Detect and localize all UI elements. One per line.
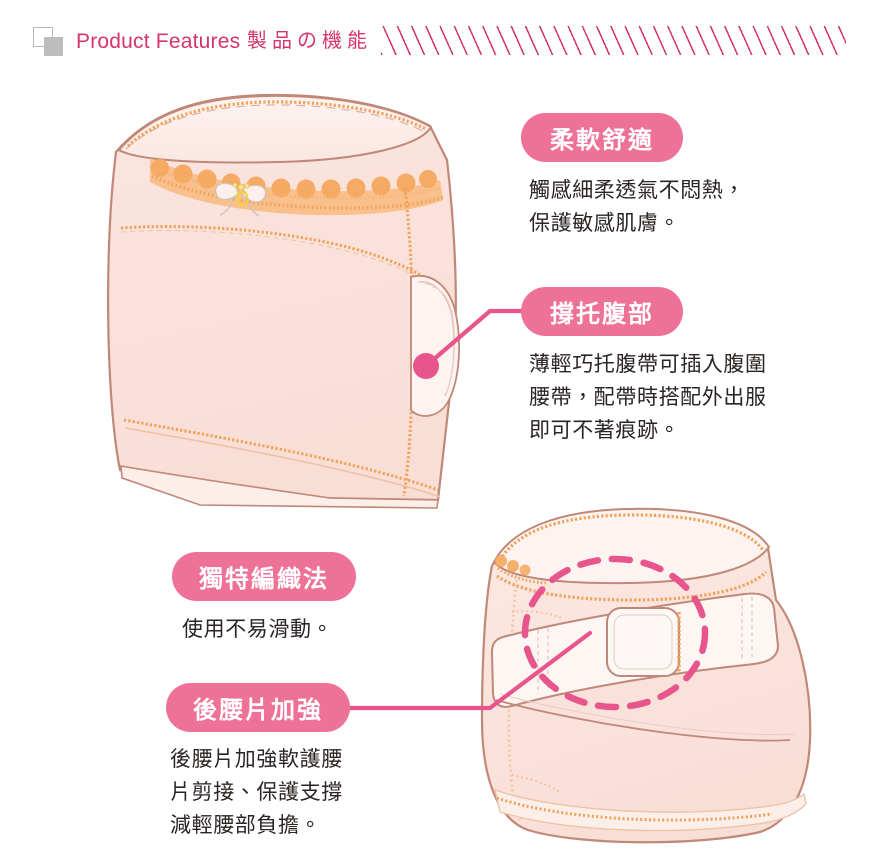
feature-label-back-waist-reinforce[interactable]: 後腰片加強 xyxy=(166,683,350,732)
feature-text-soft-comfort: 觸感細柔透氣不悶熱， 保護敏感肌膚。 xyxy=(529,179,745,235)
front-panel-seam-upper-shadow xyxy=(120,230,442,293)
page-header: Product Features 製品の機能 xyxy=(0,0,879,70)
front-garment-body xyxy=(107,93,457,502)
back-buckle-icon xyxy=(606,607,681,677)
page-title-japanese: 製品の機能 xyxy=(247,30,372,52)
back-waistband-stitch xyxy=(496,570,768,602)
page-title-english: Product Features xyxy=(76,30,241,53)
back-left-seam xyxy=(507,574,522,821)
feature-text-unique-weave: 使用不易滑動。 xyxy=(182,618,334,641)
diagonal-hatch-icon xyxy=(381,26,846,55)
feature-label-belly-support[interactable]: 撐托腹部 xyxy=(521,287,683,336)
back-panel-curve-shadow xyxy=(499,693,795,736)
feature-label-soft-comfort[interactable]: 柔軟舒適 xyxy=(521,113,683,162)
back-panel-curve xyxy=(495,699,791,742)
front-panel-seam-upper xyxy=(120,225,442,290)
front-hem-band xyxy=(120,465,439,509)
back-left-seam-branch-lower xyxy=(511,774,561,793)
back-garment-body xyxy=(480,508,812,844)
back-waist-support-band xyxy=(491,592,779,708)
front-hem-seam xyxy=(123,418,439,492)
front-opening-seam xyxy=(125,104,426,150)
feature-label-unique-weave[interactable]: 獨特編織法 xyxy=(172,552,356,601)
back-hem-stitch xyxy=(496,796,773,822)
front-hem-seam-shadow xyxy=(124,427,441,498)
ribbon-bow-icon xyxy=(215,182,267,217)
front-side-seam xyxy=(402,187,415,497)
back-left-seam-branch xyxy=(511,610,563,619)
front-lace-trim xyxy=(149,158,444,216)
front-opening-stitch xyxy=(126,100,427,148)
front-side-support-panel xyxy=(410,275,460,417)
front-waist-opening xyxy=(118,94,432,164)
buckle-highlight-dashed-circle xyxy=(521,555,709,711)
square-filled-icon xyxy=(44,37,63,56)
section-marker-icon xyxy=(33,27,69,57)
belly-support-pointer-dot xyxy=(413,353,439,379)
feature-text-belly-support: 薄輕巧托腹帶可插入腹圍 腰帶，配帶時搭配外出服 即可不著痕跡。 xyxy=(529,353,767,442)
back-hem-band xyxy=(494,788,807,832)
back-opening-stitch xyxy=(498,513,765,561)
belly-support-connector-line xyxy=(423,308,533,369)
back-lace-accent xyxy=(495,555,547,585)
back-waist-opening xyxy=(492,507,771,585)
feature-text-back-waist-reinforce: 後腰片加強軟護腰 片剪接、保護支撐 減輕腰部負擔。 xyxy=(170,748,343,837)
